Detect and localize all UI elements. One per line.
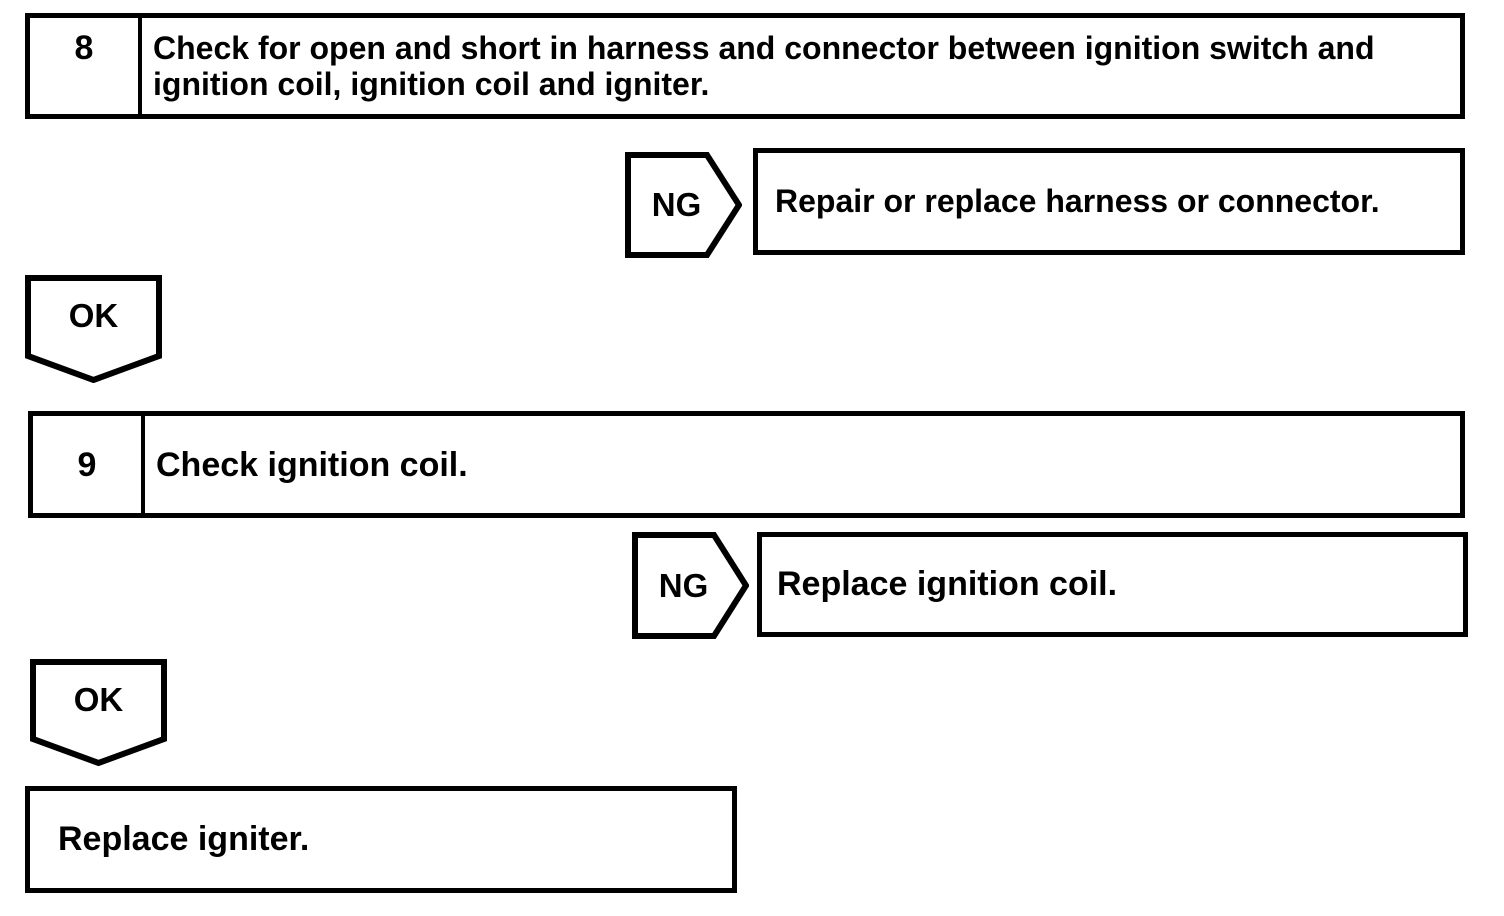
- result-box-1: Repair or replace harness or connector.: [753, 148, 1465, 255]
- ng-tag-2: NG: [632, 532, 749, 639]
- result-2-text: Replace ignition coil.: [777, 565, 1118, 603]
- ok-tag-2: OK: [30, 659, 167, 766]
- right-arrow-icon: [632, 532, 749, 639]
- step-number-text: 9: [77, 445, 97, 484]
- step-9-box: 9 Check ignition coil.: [28, 411, 1465, 518]
- ng-tag-1-label: NG: [651, 186, 702, 223]
- step-description-text: Check for open and short in harness and …: [153, 30, 1375, 102]
- step-9-number: 9: [33, 416, 145, 513]
- step-8-description: Check for open and short in harness and …: [142, 18, 1460, 114]
- ok-tag-1: OK: [25, 275, 162, 383]
- down-arrow-icon: [25, 275, 162, 383]
- right-arrow-icon: [625, 152, 742, 258]
- final-action-text: Replace igniter.: [58, 820, 310, 858]
- result-box-2: Replace ignition coil.: [757, 532, 1468, 637]
- final-action-box: Replace igniter.: [25, 786, 737, 893]
- step-8-box: 8 Check for open and short in harness an…: [25, 13, 1465, 119]
- down-arrow-icon: [30, 659, 167, 766]
- step-description-text: Check ignition coil.: [156, 445, 468, 484]
- result-1-text: Repair or replace harness or connector.: [775, 183, 1380, 219]
- step-number-text: 8: [74, 29, 94, 67]
- step-9-description: Check ignition coil.: [145, 416, 1460, 513]
- step-8-number: 8: [30, 18, 142, 114]
- ok-tag-1-label: OK: [68, 297, 119, 335]
- ng-tag-1: NG: [625, 152, 742, 258]
- ng-tag-2-label: NG: [658, 566, 709, 604]
- ok-tag-2-label: OK: [73, 680, 124, 718]
